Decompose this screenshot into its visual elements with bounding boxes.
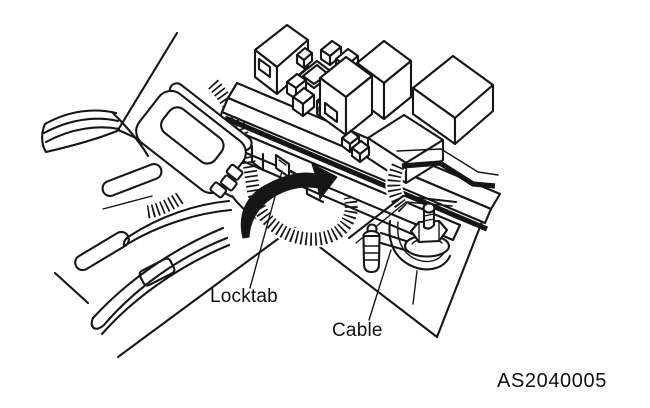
relay-post [295, 46, 314, 70]
leader-lines [249, 170, 392, 321]
bolt-and-ring-terminal [379, 202, 451, 258]
ring-tongue [379, 231, 408, 243]
body-edge-line [116, 31, 179, 132]
box-flange [215, 148, 442, 248]
connector-terminal [219, 174, 238, 192]
cable-end-terminal [362, 223, 381, 274]
fuse-small-d [291, 86, 316, 118]
fuse-small-a [319, 39, 343, 67]
engine-rib [74, 230, 130, 272]
relay-far-right [411, 54, 495, 146]
fuse-feet [340, 129, 371, 164]
cowl-band-lower [90, 226, 231, 336]
battery-cable [396, 148, 499, 189]
air-hose [41, 109, 121, 154]
locktab-label: Locktab [210, 286, 278, 307]
relay-blocks [253, 23, 495, 185]
bracket-edge-line [412, 270, 418, 305]
locktab-leader-line [249, 170, 283, 289]
body-contour-2 [110, 110, 150, 158]
engine-rib [101, 163, 163, 197]
harness-wire [102, 195, 153, 210]
harness-connector [135, 82, 253, 199]
connector-terminal [209, 181, 228, 199]
engine-body-lines [41, 31, 489, 359]
panel-edge-left [116, 228, 292, 359]
connector-slot [160, 106, 225, 165]
cowl-band-upper [122, 199, 233, 248]
body-edge-short [53, 271, 90, 305]
panel-edge-diagonal [435, 207, 489, 339]
figure-part-number: AS2040005 [497, 370, 607, 392]
rotation-arrow [240, 163, 338, 239]
cable-leader-line [368, 249, 392, 321]
connector-terminal [225, 163, 244, 181]
cable-label: Cable [332, 320, 383, 341]
